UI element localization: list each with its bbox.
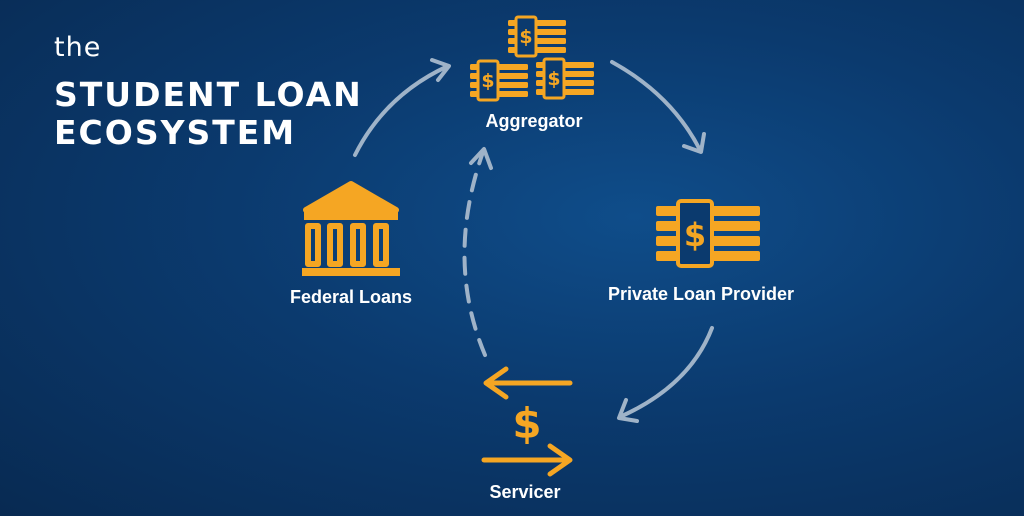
arrow-private-to-servicer — [617, 326, 714, 423]
servicer-label: Servicer — [489, 482, 561, 502]
aggregator-label: Aggregator — [485, 111, 583, 131]
title-prefix: the — [54, 32, 102, 63]
federal-loans-label: Federal Loans — [289, 287, 413, 307]
arrow-federal-to-aggregator — [353, 58, 451, 157]
svg-text:$: $ — [684, 216, 706, 254]
arrow-aggregator-to-private — [610, 60, 706, 154]
bank-building-icon — [302, 181, 400, 276]
money-stack-icon: $ — [656, 199, 760, 268]
arrow-servicer-to-aggregator-dashed — [462, 147, 493, 357]
diagram-title: STUDENT LOAN ECOSYSTEM — [54, 76, 384, 152]
svg-text:$: $ — [512, 399, 541, 448]
money-stacks-icon — [468, 15, 596, 102]
private-loan-provider-label: Private Loan Provider — [607, 284, 795, 304]
dollar-exchange-arrows-icon: $ — [481, 366, 573, 477]
title-line-1: STUDENT LOAN — [54, 75, 363, 114]
title-line-2: ECOSYSTEM — [54, 113, 297, 152]
